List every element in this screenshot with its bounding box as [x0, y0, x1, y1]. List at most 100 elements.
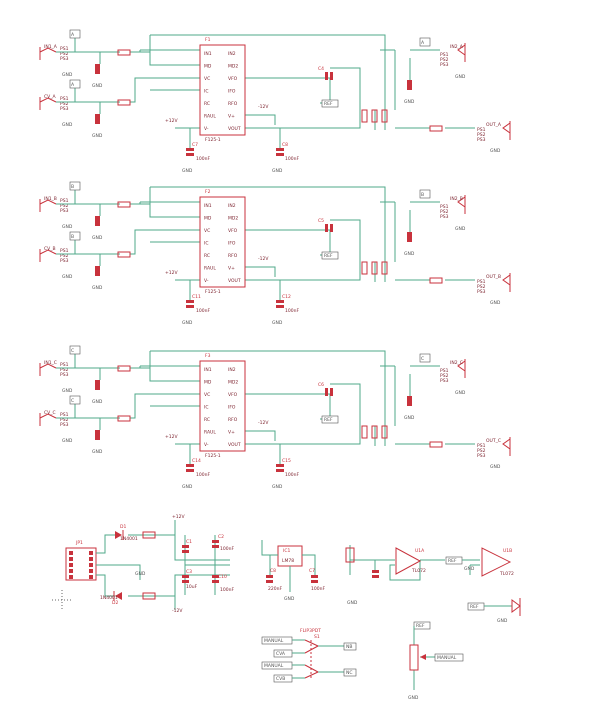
cap-ref[interactable]	[372, 570, 379, 578]
cap-mid-value: 100nF	[285, 308, 299, 314]
in1-input-jack[interactable]	[39, 199, 57, 212]
filter-cap-top[interactable]	[325, 224, 328, 232]
series-resistor[interactable]	[117, 415, 131, 422]
input-resistor[interactable]	[95, 216, 100, 226]
cap-reg-c7[interactable]	[311, 575, 318, 583]
output-resistor[interactable]	[429, 441, 443, 448]
power-header[interactable]	[65, 547, 97, 581]
in1-input-jack[interactable]	[39, 363, 57, 376]
cv-input-label: CV_C	[44, 410, 56, 416]
diode-d2[interactable]	[113, 591, 122, 601]
channel-wires	[100, 186, 475, 302]
switch-out-2: NC	[346, 670, 353, 676]
cap-c1[interactable]	[182, 545, 189, 553]
filter-ic-part: F125-1	[205, 137, 221, 143]
output-resistor[interactable]	[429, 125, 443, 132]
in2-input-jack[interactable]	[457, 43, 466, 62]
feedback-resistor[interactable]	[381, 109, 388, 123]
jack-pin-label: PS2	[440, 373, 449, 379]
filter-ic[interactable]	[199, 360, 246, 452]
decoupling-cap-left[interactable]	[186, 148, 194, 151]
jack-wire	[56, 240, 101, 266]
opamp-u1a[interactable]	[395, 547, 422, 575]
series-resistor[interactable]	[117, 49, 131, 56]
opamp-u1b[interactable]	[481, 547, 512, 577]
cap-reg-c8[interactable]	[266, 575, 273, 583]
ref-output-jack[interactable]	[511, 598, 521, 616]
decoupling-cap-mid[interactable]	[276, 300, 284, 303]
ic-pin-right: IN2	[228, 203, 236, 209]
manual-potentiometer[interactable]	[409, 644, 419, 671]
in2-resistor[interactable]	[407, 80, 412, 90]
ref-trimmer[interactable]	[345, 547, 355, 563]
output-resistor[interactable]	[429, 277, 443, 284]
ic-pos12-label: +12V	[165, 118, 178, 124]
in2-input-jack[interactable]	[457, 195, 466, 214]
feedback-resistor[interactable]	[371, 109, 378, 123]
decoupling-cap-left[interactable]	[186, 464, 194, 467]
ref-net-label-1: REF	[448, 558, 457, 564]
feedback-resistor[interactable]	[371, 261, 378, 275]
cap-c10[interactable]	[212, 575, 219, 583]
series-resistor[interactable]	[117, 365, 131, 372]
ic-pin-left: IN1	[204, 367, 212, 373]
opamp-u1b-gnd: GND	[464, 566, 475, 572]
feedback-resistor[interactable]	[381, 425, 388, 439]
cap-c3[interactable]	[182, 575, 189, 583]
decoupling-cap-left[interactable]	[186, 300, 194, 303]
decoupling-cap-mid[interactable]	[276, 464, 284, 467]
diode-d1-label: D1	[120, 524, 126, 530]
filter-ic[interactable]	[199, 44, 246, 136]
feedback-resistor[interactable]	[381, 261, 388, 275]
input-resistor[interactable]	[95, 266, 100, 276]
output-jack[interactable]	[502, 121, 511, 140]
input-resistor[interactable]	[95, 114, 100, 124]
output-jack[interactable]	[502, 273, 511, 292]
series-resistor[interactable]	[117, 201, 131, 208]
cap-c2[interactable]	[212, 540, 219, 548]
feedback-resistor[interactable]	[361, 261, 368, 275]
ic-pin-left: RC	[204, 253, 210, 259]
net-tag-label: C	[71, 398, 74, 404]
in1-input-jack[interactable]	[39, 47, 57, 60]
in2-resistor-gnd: GND	[404, 251, 415, 257]
filter-ic[interactable]	[199, 196, 246, 288]
feedback-resistor[interactable]	[371, 425, 378, 439]
ic-pin-right: IFO	[228, 89, 236, 95]
power-header-label: JP1	[75, 540, 83, 546]
filter-cap-top[interactable]	[325, 72, 328, 80]
ic-pin-right: V+	[228, 430, 235, 436]
output-jack[interactable]	[502, 437, 511, 456]
decoupling-cap-mid[interactable]	[276, 148, 284, 151]
filter-cap-top[interactable]	[325, 388, 328, 396]
filter-ic-part: F125-1	[205, 453, 221, 459]
feedback-resistor[interactable]	[361, 425, 368, 439]
ic-pin-right: VOUT	[228, 278, 241, 284]
series-resistor[interactable]	[117, 251, 131, 258]
in2-input-jack[interactable]	[457, 359, 466, 378]
cap-mid-label: C8	[282, 142, 288, 148]
input-resistor[interactable]	[95, 380, 100, 390]
cap-left-value: 100nF	[196, 156, 210, 162]
feedback-resistor[interactable]	[361, 109, 368, 123]
in2-resistor[interactable]	[407, 396, 412, 406]
ic-pin-left: IN1	[204, 203, 212, 209]
ic-pin-left: RAUL	[204, 266, 216, 272]
regulator-part: LM78	[282, 558, 294, 564]
cv-input-jack[interactable]	[39, 413, 57, 426]
cap-left-label: C11	[192, 294, 201, 300]
input-resistor[interactable]	[95, 64, 100, 74]
series-resistor[interactable]	[117, 99, 131, 106]
switch-out-1: NB	[346, 644, 352, 650]
cv-input-jack[interactable]	[39, 97, 57, 110]
input-resistor[interactable]	[95, 430, 100, 440]
cv-input-jack[interactable]	[39, 249, 57, 262]
pot-ref-label: REF	[416, 623, 425, 629]
regulator-section: IC1 LM78 C8 220nF C7 100nF GND	[261, 540, 325, 602]
diode-d1[interactable]	[115, 530, 124, 540]
ic-neg12-label: -12V	[258, 256, 269, 262]
jack-pin-label: PS3	[440, 214, 449, 220]
in2-resistor[interactable]	[407, 232, 412, 242]
net-tag-label: A	[71, 82, 75, 88]
